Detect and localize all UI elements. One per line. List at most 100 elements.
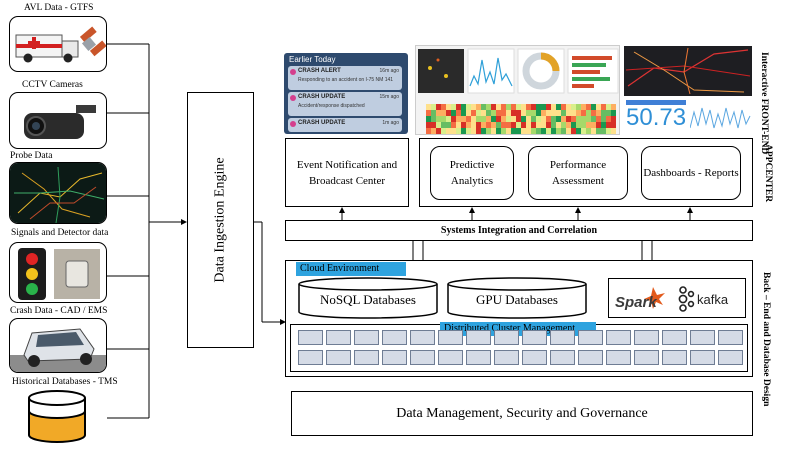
dashboard-thumbnails xyxy=(418,48,619,94)
heatmap-cell xyxy=(461,128,466,134)
heatmap-cell xyxy=(486,116,491,122)
heatmap-cell xyxy=(496,122,501,128)
predictive-analytics: Predictive Analytics xyxy=(430,146,514,200)
heatmap-cell xyxy=(526,110,531,116)
heatmap-cell xyxy=(516,128,521,134)
heatmap-cell xyxy=(551,116,556,122)
heatmap-cell xyxy=(556,122,561,128)
heatmap-cell xyxy=(461,104,466,110)
cluster-node xyxy=(522,350,547,365)
heatmap-cell xyxy=(576,104,581,110)
heatmap-cell xyxy=(446,104,451,110)
gpu-database-cylinder xyxy=(447,277,587,319)
heatmap-cell xyxy=(601,104,606,110)
heatmap-cell xyxy=(441,104,446,110)
heatmap-cell xyxy=(456,104,461,110)
dashboard-screenshot xyxy=(415,45,620,135)
heatmap-cell xyxy=(511,128,516,134)
heatmap-cell xyxy=(456,116,461,122)
heatmap-cell xyxy=(546,110,551,116)
heatmap-cell xyxy=(521,122,526,128)
heatmap-cell xyxy=(516,110,521,116)
heatmap-cell xyxy=(536,116,541,122)
heatmap-cell xyxy=(506,110,511,116)
heatmap-cell xyxy=(491,110,496,116)
heatmap-cell xyxy=(496,128,501,134)
heatmap-cell xyxy=(466,116,471,122)
heatmap-cell xyxy=(446,122,451,128)
heatmap-cell xyxy=(591,128,596,134)
heatmap-cell xyxy=(536,104,541,110)
source-label-cctv: CCTV Cameras xyxy=(22,80,83,90)
heatmap-cell xyxy=(561,110,566,116)
heatmap-cell xyxy=(586,116,591,122)
heatmap-cell xyxy=(556,104,561,110)
ingestion-engine-label: Data Ingestion Engine xyxy=(212,157,228,283)
heatmap-cell xyxy=(596,104,601,110)
cluster-node xyxy=(718,330,743,345)
heatmap-cell xyxy=(481,122,486,128)
heatmap-cell xyxy=(611,122,616,128)
heatmap-cell xyxy=(501,122,506,128)
heatmap-cell xyxy=(541,104,546,110)
cluster-node xyxy=(578,330,603,345)
heatmap-cell xyxy=(601,122,606,128)
cluster-node xyxy=(606,350,631,365)
cluster-node xyxy=(550,330,575,345)
heatmap-cell xyxy=(611,110,616,116)
heatmap-cell xyxy=(441,116,446,122)
heatmap-cell xyxy=(501,104,506,110)
heatmap-cell xyxy=(516,116,521,122)
notification-panel: Earlier Today CRASH ALERT 16m ago Respon… xyxy=(284,53,408,134)
cloud-environment-label: Cloud Environment xyxy=(296,262,406,276)
heatmap-cell xyxy=(491,104,496,110)
heatmap-cell xyxy=(496,110,501,116)
heatmap-cell xyxy=(546,104,551,110)
cluster-node xyxy=(410,350,435,365)
database-icon xyxy=(28,390,86,443)
heatmap-cell xyxy=(526,122,531,128)
heatmap-cell xyxy=(571,104,576,110)
cluster-node xyxy=(354,330,379,345)
heatmap-cell xyxy=(536,128,541,134)
heatmap-cell xyxy=(571,110,576,116)
heatmap-cell xyxy=(541,128,546,134)
source-avl xyxy=(9,16,107,72)
heatmap-cell xyxy=(486,128,491,134)
heatmap-cell xyxy=(596,110,601,116)
heatmap-cell xyxy=(446,128,451,134)
cluster-node xyxy=(690,330,715,345)
heatmap-cell xyxy=(536,110,541,116)
cluster-node xyxy=(634,330,659,345)
heatmap-cell xyxy=(426,110,431,116)
kpi-header-bar xyxy=(626,100,686,105)
heatmap-cell xyxy=(426,104,431,110)
heatmap-cell xyxy=(441,128,446,134)
cluster-node xyxy=(494,350,519,365)
heatmap-cell xyxy=(526,104,531,110)
heatmap-cell xyxy=(606,128,611,134)
heatmap-cell xyxy=(561,104,566,110)
heatmap-cell xyxy=(426,122,431,128)
heatmap-cell xyxy=(556,128,561,134)
heatmap-cell xyxy=(471,104,476,110)
notification-item: CRASH ALERT 16m ago Responding to an acc… xyxy=(288,66,402,90)
heatmap-cell xyxy=(531,104,536,110)
cluster-node xyxy=(606,330,631,345)
heatmap-cell xyxy=(436,122,441,128)
notification-item: CRASH UPDATE 1m ago xyxy=(288,118,402,132)
cluster-node xyxy=(410,330,435,345)
heatmap-cell xyxy=(561,116,566,122)
heatmap-cell xyxy=(486,122,491,128)
heatmap-cell xyxy=(566,104,571,110)
cluster-node xyxy=(634,350,659,365)
heatmap-cell xyxy=(486,110,491,116)
source-label-probe: Probe Data xyxy=(10,151,53,161)
heatmap-cell xyxy=(451,110,456,116)
heatmap-cell xyxy=(581,110,586,116)
heatmap-cell xyxy=(436,128,441,134)
heatmap-cell xyxy=(521,110,526,116)
heatmap-cell xyxy=(601,128,606,134)
cluster-node xyxy=(354,350,379,365)
gpu-label: GPU Databases xyxy=(476,292,558,307)
